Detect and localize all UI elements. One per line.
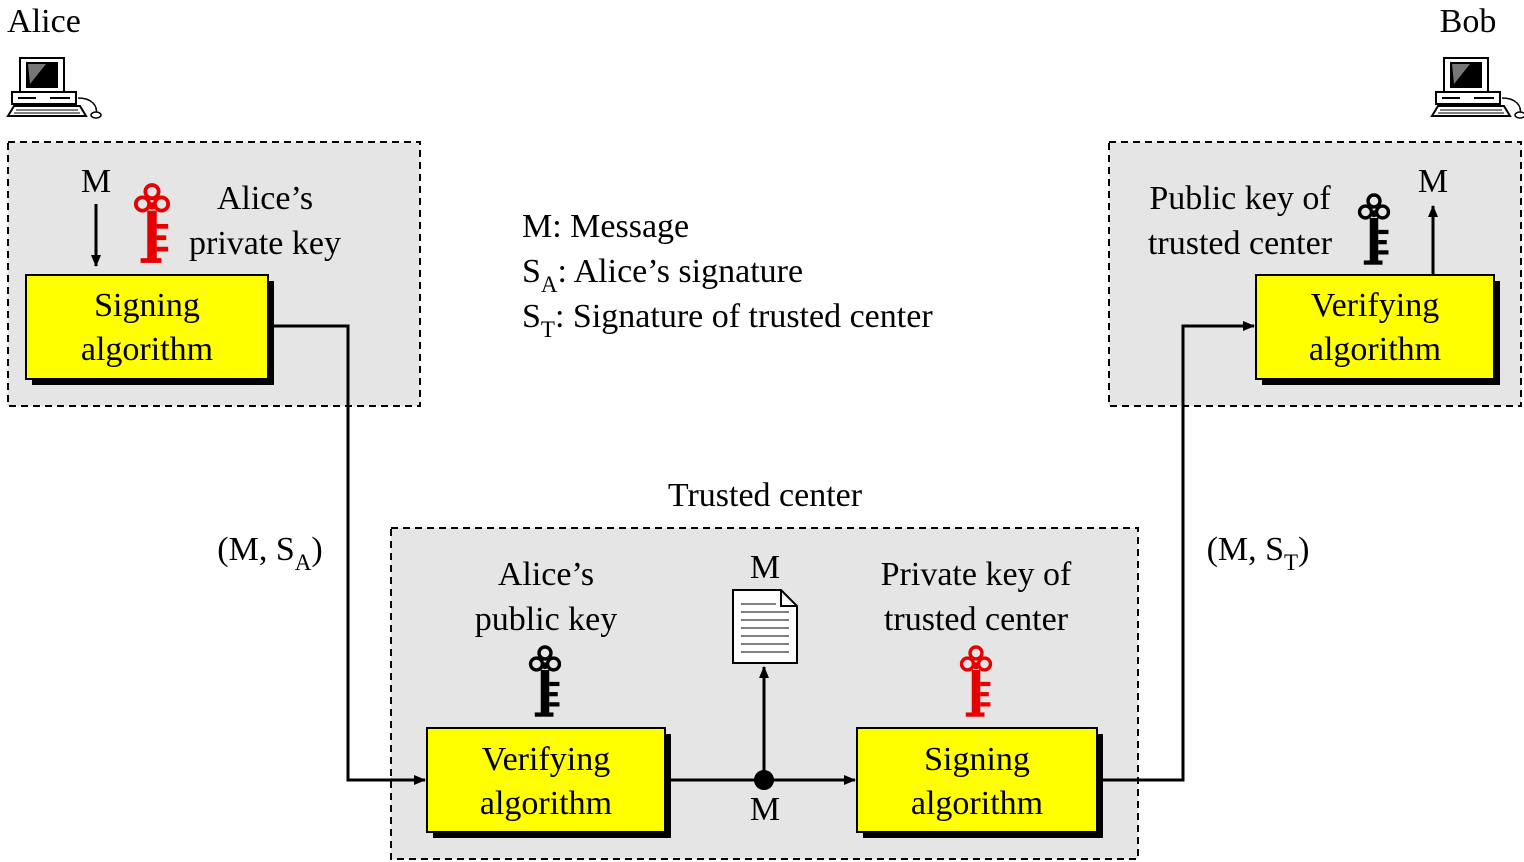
center-signing-algorithm-box — [856, 727, 1098, 833]
trusted-private-key-label-2: trusted center — [884, 601, 1069, 638]
alice-to-center-label: (M, SA) — [217, 531, 322, 575]
center-to-bob-wire — [1097, 321, 1255, 782]
bob-label: Bob — [1440, 3, 1497, 40]
alice-private-key-label-2: private key — [189, 225, 341, 262]
bob-verifying-label-1: Verifying — [1311, 287, 1439, 324]
center-signing-label-2: algorithm — [911, 785, 1043, 822]
legend-trusted-signature: ST: Signature of trusted center — [522, 298, 933, 342]
center-signing-label-1: Signing — [924, 741, 1030, 778]
alice-signing-label-1: Signing — [94, 287, 200, 324]
alice-public-key-label-2: public key — [475, 601, 618, 638]
center-verifying-label-2: algorithm — [480, 785, 612, 822]
bob-message-label: M — [1418, 163, 1448, 200]
legend: M: Message SA: Alice’s signature ST: Sig… — [522, 208, 933, 342]
center-verifying-algorithm-box — [426, 727, 666, 833]
bob-verifying-algorithm-box — [1255, 274, 1495, 380]
alice-computer-icon — [6, 56, 102, 120]
junction-message-label: M — [750, 791, 780, 828]
document-message-label: M — [750, 549, 780, 586]
alice-signing-algorithm-box — [25, 274, 269, 380]
alice-region: M Alice’s private key Signing algorithm — [7, 141, 421, 407]
bob-verifying-label-2: algorithm — [1309, 331, 1441, 368]
alice-to-center-wire — [268, 324, 426, 785]
alice-private-key-label-1: Alice’s — [217, 180, 313, 217]
trusted-center-title: Trusted center — [668, 477, 863, 514]
center-to-bob-label: (M, ST) — [1207, 531, 1310, 575]
alice-public-key-label-1: Alice’s — [498, 556, 594, 593]
document-icon — [732, 589, 798, 664]
bob-public-key-label-2: trusted center — [1148, 225, 1333, 262]
alice-message-label: M — [81, 163, 111, 200]
bob-region: Public key of trusted center M Verifying… — [1108, 141, 1522, 407]
legend-message: M: Message — [522, 208, 689, 245]
trusted-center-region: Alice’s public key M Private key of trus… — [390, 527, 1139, 860]
bob-computer-icon — [1430, 56, 1524, 120]
bob-public-key-label-1: Public key of — [1149, 180, 1331, 217]
legend-alice-signature: SA: Alice’s signature — [522, 253, 803, 297]
junction-dot — [754, 770, 774, 790]
center-verifying-label-1: Verifying — [482, 741, 610, 778]
trusted-private-key-label-1: Private key of — [881, 556, 1072, 593]
alice-signing-label-2: algorithm — [81, 331, 213, 368]
alice-label: Alice — [7, 3, 81, 40]
